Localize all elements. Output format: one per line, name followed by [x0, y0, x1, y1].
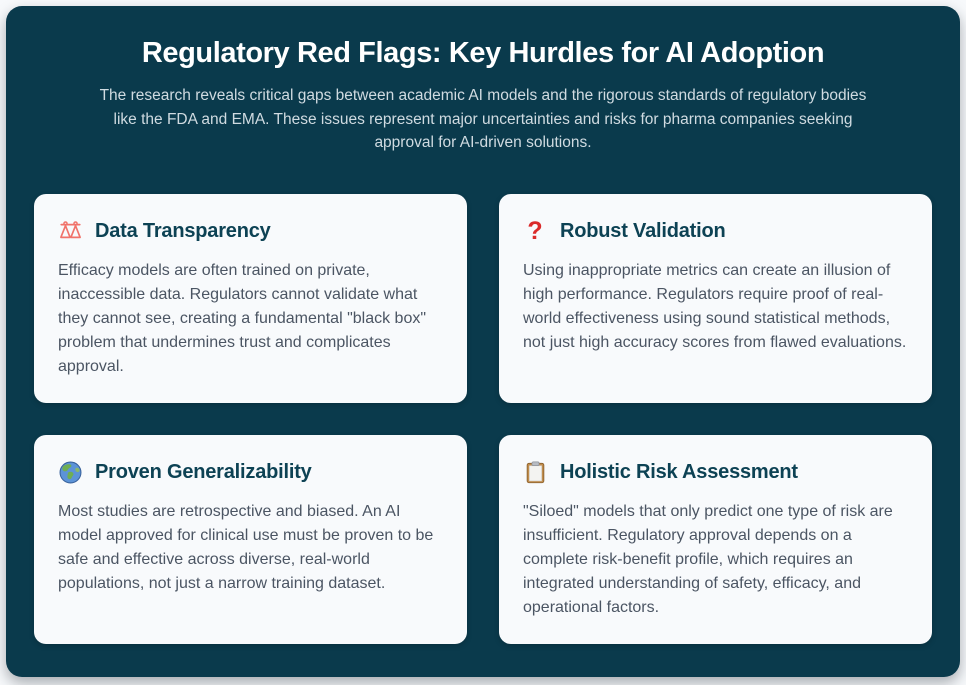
globe-icon	[58, 461, 82, 485]
card-proven-generalizability: Proven Generalizability Most studies are…	[34, 434, 467, 644]
page-subtitle: The research reveals critical gaps betwe…	[99, 87, 867, 151]
card-holistic-risk-assessment: Holistic Risk Assessment "Siloed" models…	[499, 434, 932, 644]
card-header: Data Transparency	[58, 220, 443, 244]
clipboard-icon	[523, 461, 547, 485]
question-mark-icon: ?	[527, 217, 543, 245]
card-title: Proven Generalizability	[95, 461, 312, 483]
balance-scale-icon	[58, 220, 82, 244]
card-title: Robust Validation	[560, 220, 726, 242]
infographic-panel: Regulatory Red Flags: Key Hurdles for AI…	[6, 6, 960, 677]
card-robust-validation: ? Robust Validation Using inappropriate …	[499, 193, 932, 403]
card-body: Most studies are retrospective and biase…	[58, 502, 434, 592]
card-title: Data Transparency	[95, 220, 271, 242]
card-body: "Siloed" models that only predict one ty…	[523, 502, 893, 616]
card-header: ? Robust Validation	[523, 217, 908, 245]
card-header: Holistic Risk Assessment	[523, 461, 908, 485]
page-title: Regulatory Red Flags: Key Hurdles for AI…	[141, 37, 825, 69]
card-body: Using inappropriate metrics can create a…	[523, 261, 907, 351]
cards-grid: Data Transparency Efficacy models are of…	[34, 193, 932, 644]
card-body: Efficacy models are often trained on pri…	[58, 261, 427, 375]
card-title: Holistic Risk Assessment	[560, 461, 798, 483]
card-header: Proven Generalizability	[58, 461, 443, 485]
card-data-transparency: Data Transparency Efficacy models are of…	[34, 193, 467, 403]
